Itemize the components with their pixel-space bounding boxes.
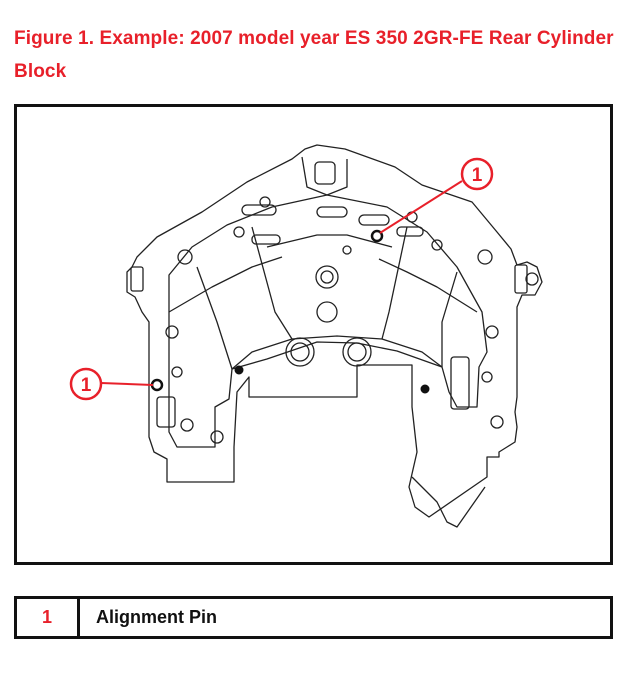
callout-bubble: 1 [69, 367, 103, 401]
alignment-pin [420, 384, 430, 394]
legend-description: Alignment Pin [96, 607, 217, 627]
figure-diagram-frame: 1 1 [14, 104, 613, 565]
alignment-pin-target [370, 229, 384, 243]
callout-targets [150, 229, 384, 392]
alignment-pins [234, 365, 430, 394]
alignment-pin-target [150, 378, 164, 392]
legend-table: 1 Alignment Pin [14, 596, 613, 639]
callout-label: 1 [81, 375, 92, 396]
callout-bubble: 1 [460, 157, 494, 191]
cylinder-block-outline [126, 144, 543, 528]
cylinder-block-diagram: 1 1 [69, 144, 543, 528]
callout-leaders [100, 180, 463, 386]
alignment-pin [234, 365, 244, 375]
leader-line [379, 180, 463, 234]
legend-number: 1 [17, 599, 80, 636]
figure-caption: Figure 1. Example: 2007 model year ES 35… [14, 28, 614, 82]
callout-label: 1 [472, 165, 483, 186]
leader-line [100, 382, 154, 386]
